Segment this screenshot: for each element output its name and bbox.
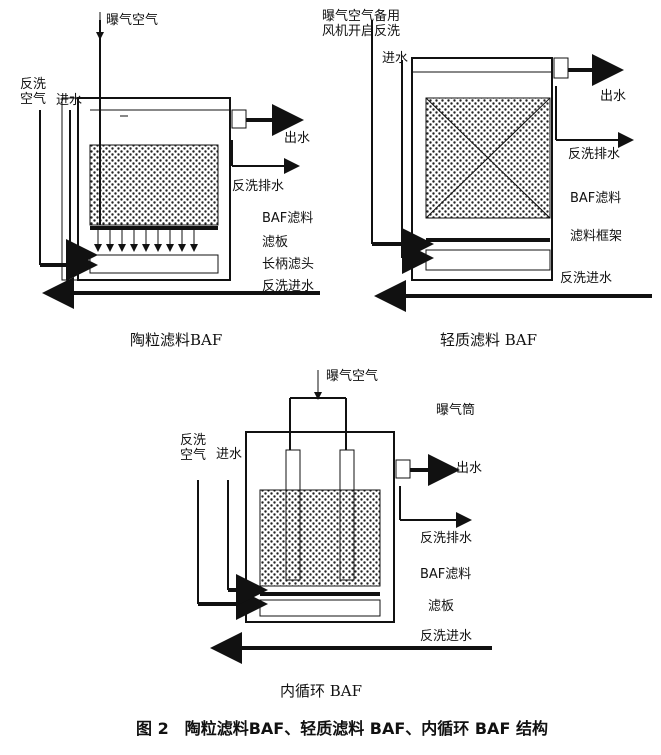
panel-b-inflow-label: 进水 [382, 51, 408, 66]
panel-a-media-label: BAF滤料 [262, 211, 313, 226]
figure-caption: 图 2 陶粒滤料BAF、轻质滤料 BAF、内循环 BAF 结构 [136, 719, 548, 738]
panel-b-aeration-top-label: 曝气空气备用风机开启反洗 [322, 8, 400, 39]
panel-c-inflow-label: 进水 [216, 447, 242, 462]
panel-c-aeration-tube-label: 曝气筒 [436, 402, 475, 418]
panel-c [197, 370, 492, 664]
panel-c-media-label: BAF滤料 [420, 567, 471, 582]
panel-c-media [259, 489, 381, 587]
panel-c-tank [245, 431, 395, 623]
panel-b [371, 20, 652, 312]
panel-b-frame-label: 滤料框架 [570, 229, 622, 244]
panel-a-backwash-air-label: 反洗空气 [20, 77, 46, 107]
panel-c-outflow-label: 出水 [456, 461, 482, 476]
panel-a-inflow-label: 进水 [56, 93, 82, 108]
panel-b-subtitle: 轻质滤料 BAF [440, 331, 537, 349]
panel-b-backwash-inflow-label: 反洗进水 [560, 271, 612, 286]
panel-a-outflow-label: 出水 [284, 131, 310, 146]
panel-a [39, 12, 320, 309]
panel-a-aeration-air-label: 曝气空气 [106, 12, 158, 28]
panel-c-backwash-drain-label: 反洗排水 [420, 531, 472, 546]
panel-a-plate-label: 滤板 [262, 235, 288, 250]
panel-a-nozzles [94, 230, 198, 252]
panel-c-backwash-inflow-label: 反洗进水 [420, 629, 472, 644]
panel-a-backwash-inflow-label: 反洗进水 [262, 279, 314, 294]
panel-a-subtitle: 陶粒滤料BAF [130, 331, 222, 349]
panel-c-plate-label: 滤板 [428, 599, 454, 614]
panel-a-backwash-drain-label: 反洗排水 [232, 179, 284, 194]
panel-b-tank [411, 57, 553, 281]
panel-a-nozzle-label: 长柄滤头 [262, 257, 314, 272]
panel-b-backwash-drain-label: 反洗排水 [568, 147, 620, 162]
panel-c-aeration-air-label: 曝气空气 [326, 368, 378, 384]
panel-b-media-label: BAF滤料 [570, 191, 621, 206]
panel-a-media [89, 144, 219, 226]
panel-b-outflow-label: 出水 [600, 89, 626, 104]
panel-c-backwash-air-label: 反洗空气 [180, 433, 206, 463]
panel-c-subtitle: 内循环 BAF [280, 682, 362, 700]
